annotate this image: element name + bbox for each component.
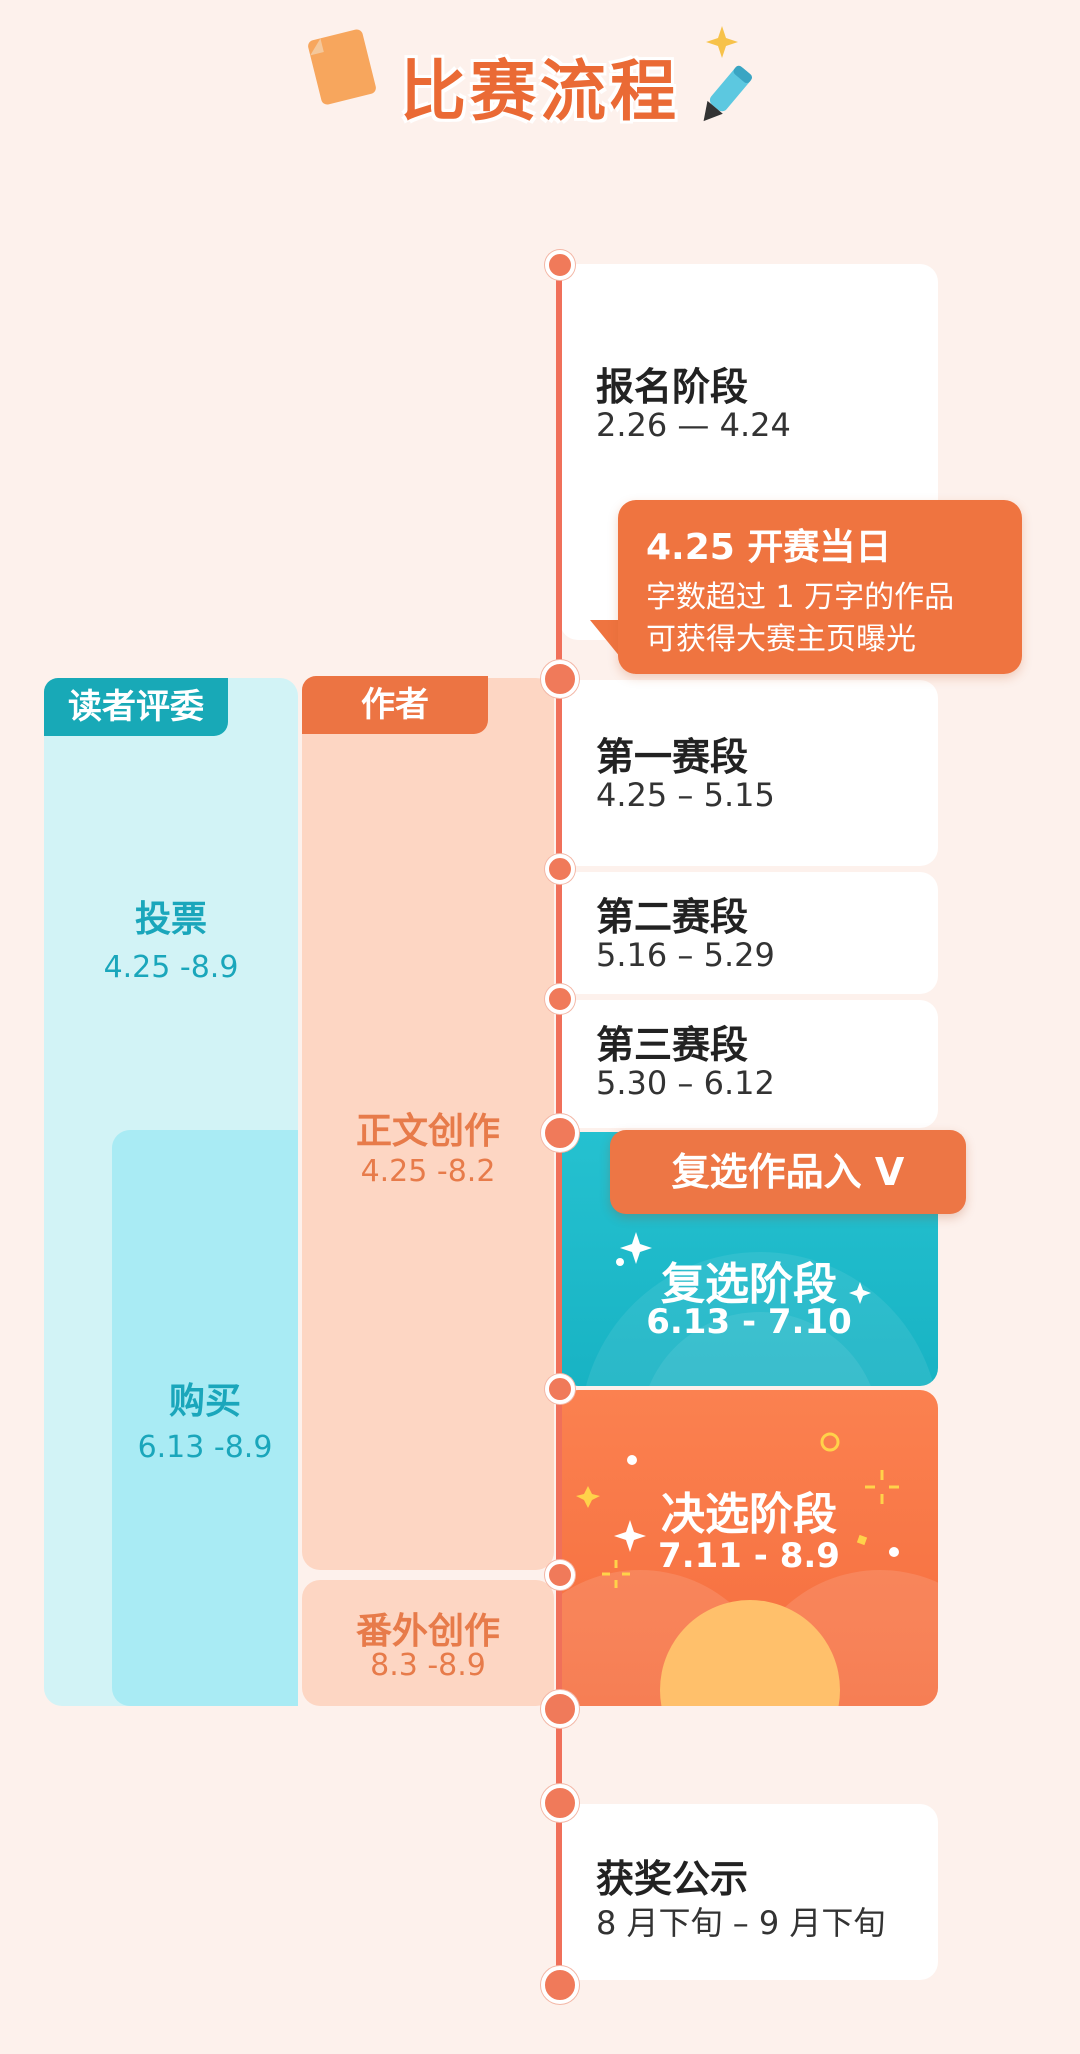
opening-line2: 可获得大赛主页曝光 [646, 614, 916, 658]
timeline-dot [545, 1374, 575, 1404]
pen-icon [680, 20, 760, 130]
timeline-dot [545, 1560, 575, 1590]
signup-date: 2.26 — 4.24 [596, 406, 791, 444]
timeline-dot [545, 984, 575, 1014]
timeline-dot [541, 1784, 579, 1822]
author-tab: 作者 [302, 676, 488, 734]
main-writing-date: 4.25 -8.2 [302, 1154, 554, 1189]
round2-card: 第二赛段 5.16 – 5.29 [560, 872, 938, 994]
round1-title: 第一赛段 [596, 726, 748, 781]
awards-title: 获奖公示 [596, 1848, 748, 1903]
timeline-dot [541, 660, 579, 698]
round3-card: 第三赛段 5.30 – 6.12 [560, 1000, 938, 1128]
opening-title: 4.25 开赛当日 [646, 518, 891, 570]
timeline-dot [545, 854, 575, 884]
semifinal-date: 6.13 - 7.10 [560, 1302, 938, 1342]
round2-title: 第二赛段 [596, 886, 748, 941]
awards-card: 获奖公示 8 月下旬 – 9 月下旬 [560, 1804, 938, 1980]
note-paper-icon [300, 24, 384, 110]
round3-title: 第三赛段 [596, 1014, 748, 1069]
vote-date: 4.25 -8.9 [44, 950, 298, 985]
buy-label: 购买 [112, 1372, 298, 1424]
page-title: 比赛流程 [400, 38, 680, 134]
timeline-dot [541, 1690, 579, 1728]
main-writing-label: 正文创作 [302, 1102, 554, 1154]
round1-date: 4.25 – 5.15 [596, 776, 775, 814]
extra-writing-date: 8.3 -8.9 [302, 1648, 554, 1683]
round3-date: 5.30 – 6.12 [596, 1064, 775, 1102]
timeline-dot [541, 1114, 579, 1152]
final-date: 7.11 - 8.9 [560, 1536, 938, 1576]
opening-line1: 字数超过 1 万字的作品 [646, 572, 954, 616]
timeline-dot [545, 250, 575, 280]
awards-date: 8 月下旬 – 9 月下旬 [596, 1898, 885, 1944]
extra-writing-label: 番外创作 [302, 1602, 554, 1654]
timeline-dot [541, 1966, 579, 2004]
buy-date: 6.13 -8.9 [112, 1430, 298, 1465]
advance-to-vip-badge: 复选作品入 V [610, 1130, 966, 1214]
header: 比赛流程 [0, 0, 1080, 160]
vote-label: 投票 [44, 890, 298, 942]
round2-date: 5.16 – 5.29 [596, 936, 775, 974]
final-panel: 决选阶段 7.11 - 8.9 [560, 1390, 938, 1706]
reader-jury-tab: 读者评委 [44, 678, 228, 736]
opening-day-callout: 4.25 开赛当日 字数超过 1 万字的作品 可获得大赛主页曝光 [618, 500, 1022, 674]
signup-title: 报名阶段 [596, 356, 748, 411]
round1-card: 第一赛段 4.25 – 5.15 [560, 680, 938, 866]
final-title: 决选阶段 [560, 1478, 938, 1542]
